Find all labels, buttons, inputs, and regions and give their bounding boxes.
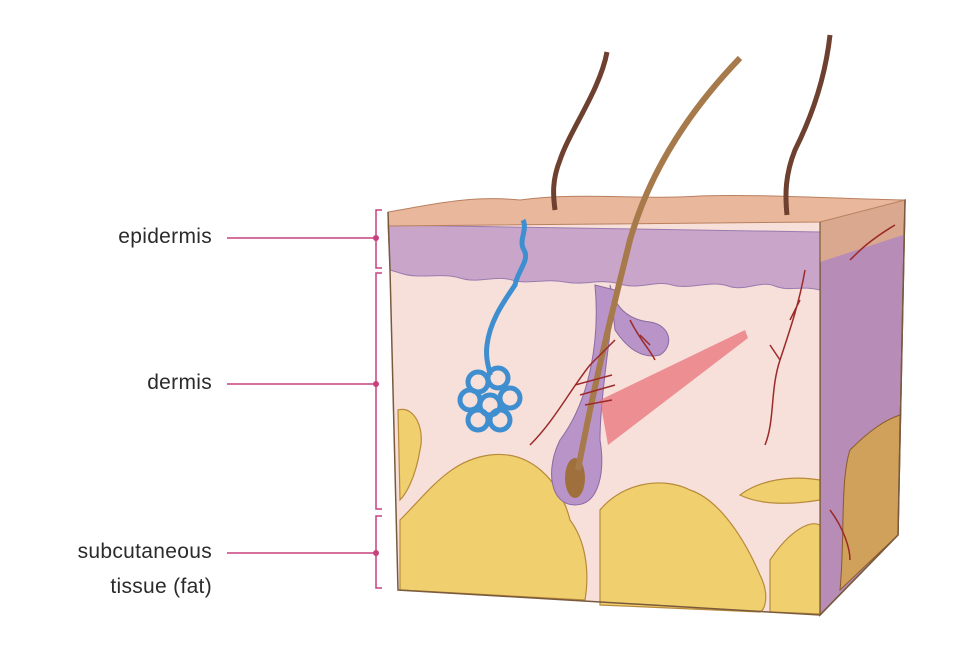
- label-subcutaneous: subcutaneous: [77, 540, 212, 563]
- fat-lobule: [399, 453, 588, 601]
- side-fat: [839, 414, 901, 592]
- skin-surface: [387, 194, 906, 227]
- label-epidermis: epidermis: [118, 225, 212, 248]
- sweat-duct: [484, 218, 529, 376]
- arrector-pili-muscle: [600, 330, 748, 445]
- fat-lobule: [397, 408, 422, 502]
- hair: [551, 51, 610, 211]
- side-top-surface: [820, 200, 905, 262]
- bracket-dermis: [375, 272, 382, 510]
- hair: [783, 34, 833, 216]
- fat-lobule: [599, 482, 767, 613]
- label-subcutaneous-fat: tissue (fat): [110, 575, 212, 598]
- blood-vessels: [529, 224, 896, 561]
- block-outline: [387, 199, 906, 616]
- sweat-gland-coil: [457, 365, 523, 433]
- label-dermis: dermis: [147, 371, 212, 394]
- sebaceous-gland: [609, 284, 670, 357]
